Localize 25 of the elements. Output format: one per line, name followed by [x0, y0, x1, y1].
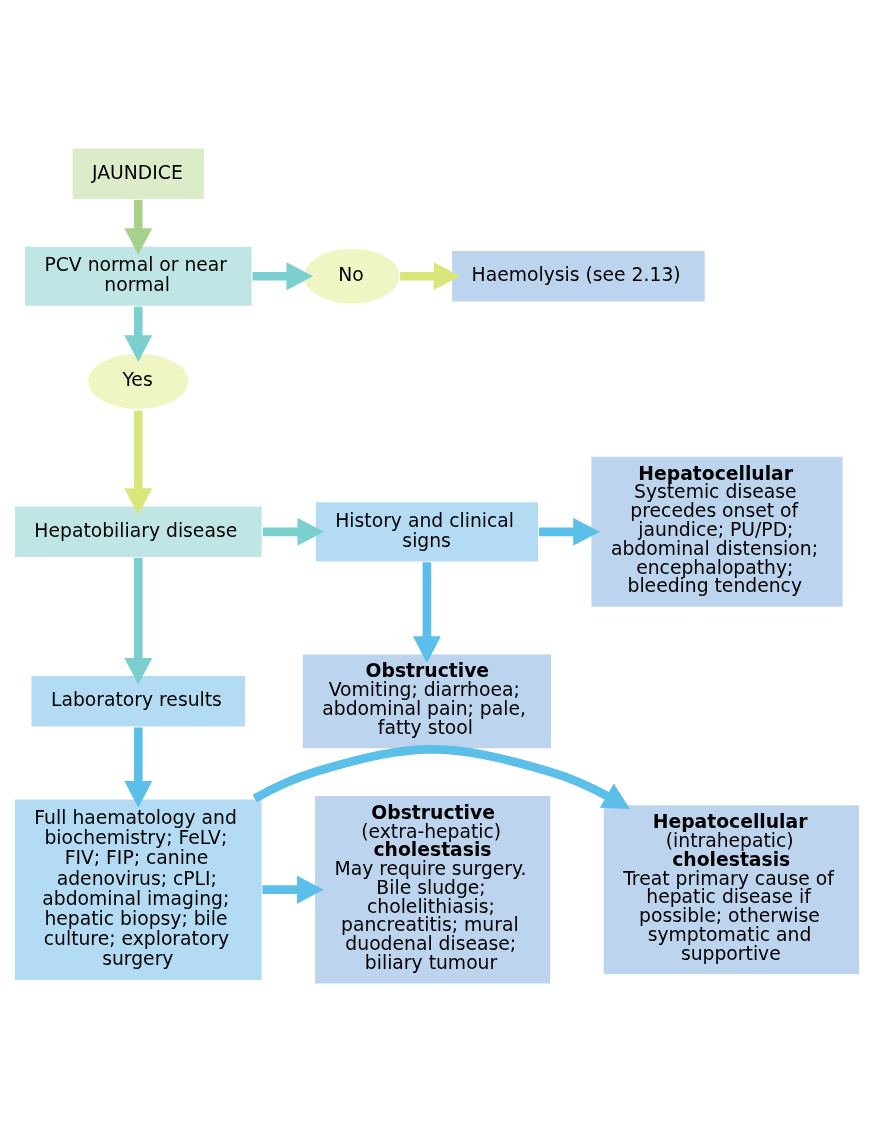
node-box: Obstructive (extra-hepatic) cholestasis May require surgery. Bile sludge; cholelithiasis; pancreatitis; mural duodenal disease; biliary tumour: [313, 793, 552, 985]
arrow: [539, 517, 600, 546]
node-box: Laboratory results: [30, 674, 247, 728]
arrow: [124, 557, 153, 685]
node-box: Hepatocellular (intrahepatic) cholestasis Treat primary cause of hepatic disease if possible; otherwise symptomatic and supportive: [602, 803, 861, 976]
node-box: History and clinical signs: [314, 500, 540, 563]
arrow: [252, 744, 630, 809]
node-box: Obstructive Vomiting; diarrhoea; abdominal pain; pale, fatty stool: [301, 652, 553, 750]
arrow: [124, 410, 153, 515]
arrow: [124, 199, 153, 255]
arrow: [400, 261, 461, 290]
arrow: [124, 726, 153, 808]
arrow: [124, 306, 153, 362]
node-ellipse: No: [302, 246, 401, 305]
node-box: Hepatobiliary disease: [13, 504, 264, 558]
node-box: Hepatocellular Systemic disease precedes onset of jaundice; PU/PD; abdominal distension; encephalopathy; bleeding tendency: [590, 454, 844, 608]
arrow: [252, 261, 314, 290]
node-box: Haemolysis (see 2.13): [450, 249, 707, 303]
node-box: JAUNDICE: [71, 146, 206, 200]
arrow: [262, 517, 325, 546]
arrow: [412, 561, 441, 663]
node-ellipse: Yes: [86, 351, 190, 410]
node-box: PCV normal or near normal: [23, 244, 253, 307]
arrow: [262, 875, 324, 904]
node-box: Full haematology and biochemistry; FeLV; FIV; FIP; canine adenovirus; cPLI; abdominal imaging; hepatic biopsy; bile culture; exploratory surgery: [13, 797, 264, 981]
